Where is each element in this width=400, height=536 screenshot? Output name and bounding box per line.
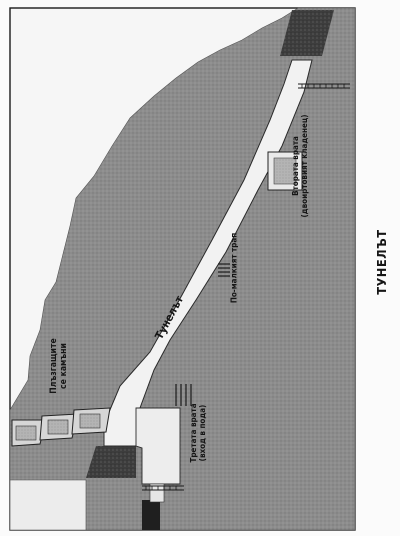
- rolling-stones-label-line-2: се камъни: [60, 338, 70, 393]
- diagram-title: ТУНЕЛЪТ: [375, 229, 389, 294]
- lower-ground: [10, 480, 86, 530]
- rolling-stones-label: Плъзгащите се камъни: [50, 338, 70, 393]
- stair-label: По-малкият трап: [229, 233, 238, 303]
- lower-chamber: [136, 408, 180, 484]
- bottom-dark-column: [142, 500, 160, 530]
- second-gate-label-line-2: (двоиртовият кладенец): [300, 115, 309, 218]
- third-gate-label-line-2: (вход в пода): [198, 403, 207, 462]
- second-gate-label: Втората врата (двоиртовият кладенец): [291, 115, 309, 218]
- third-gate-label: Третата врата (вход в пода): [189, 403, 207, 462]
- second-gate-label-line-1: Втората врата: [291, 115, 300, 218]
- third-gate-label-line-1: Третата врата: [189, 403, 198, 462]
